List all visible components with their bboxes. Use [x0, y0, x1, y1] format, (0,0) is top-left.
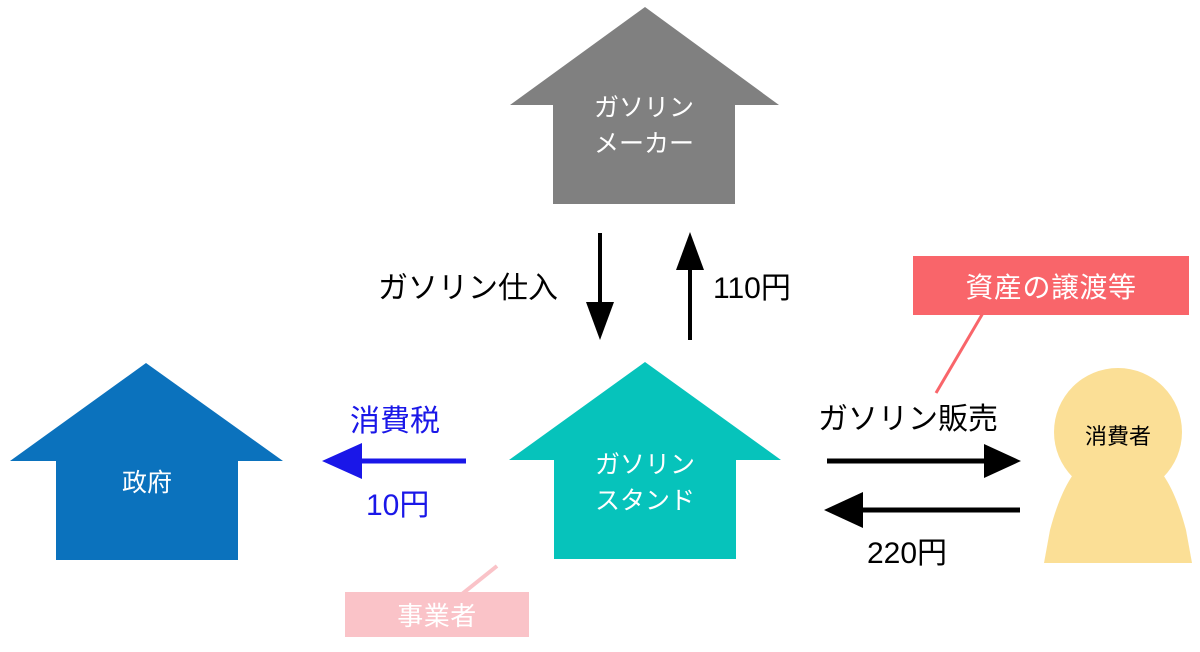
- banner-asset-transfer-label: 資産の譲渡等: [965, 271, 1137, 303]
- arrow-gasoline-sale: [827, 444, 1021, 478]
- node-consumer-head[interactable]: [1054, 368, 1182, 496]
- edge-label-gasoline-sale: ガソリン販売: [818, 403, 998, 436]
- node-label-consumer: 消費者: [1084, 424, 1151, 449]
- edge-label-yen-10: 10円: [366, 489, 430, 522]
- arrow-consumption-tax: [322, 443, 466, 479]
- edge-label-gasoline-purchase: ガソリン仕入: [378, 272, 558, 305]
- leader-line-asset-transfer: [934, 312, 985, 394]
- arrow-payment-220: [824, 492, 1020, 528]
- arrow-payment-110: [676, 232, 704, 340]
- edge-label-yen-220: 220円: [867, 537, 948, 570]
- node-gasoline-maker[interactable]: [510, 7, 779, 204]
- edge-label-payment-110: 110円: [713, 272, 791, 305]
- banner-business-operator[interactable]: 事業者: [345, 592, 529, 637]
- node-government[interactable]: [10, 363, 283, 560]
- edge-label-consumption-tax: 消費税: [350, 405, 440, 438]
- arrow-gasoline-purchase: [586, 233, 614, 340]
- banner-business-operator-label: 事業者: [397, 601, 477, 631]
- node-gasoline-stand[interactable]: [509, 362, 781, 559]
- banner-asset-transfer[interactable]: 資産の譲渡等: [913, 256, 1189, 315]
